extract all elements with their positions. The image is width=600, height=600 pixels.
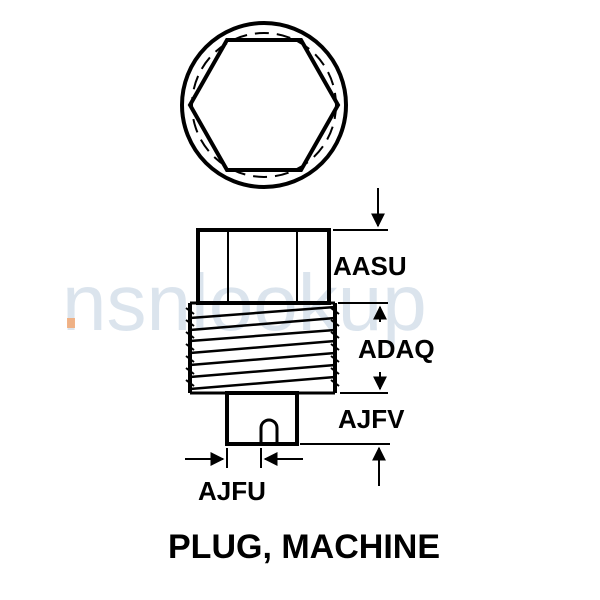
- side-view: [185, 228, 340, 446]
- drawing-title: PLUG, MACHINE: [168, 528, 440, 566]
- dimension-ajfu: [185, 448, 303, 468]
- dimension-label-adaq: ADAQ: [358, 334, 435, 364]
- watermark-dot: [67, 318, 75, 328]
- top-view-outer-circle: [180, 21, 348, 189]
- dimension-label-ajfv: AJFV: [338, 404, 405, 434]
- dimension-ajfv: [300, 443, 390, 486]
- dimension-adaq: [338, 302, 388, 394]
- top-view-inner-dashed-circle: [191, 32, 337, 178]
- hex-socket: [187, 38, 341, 172]
- top-view: [180, 21, 348, 189]
- dimension-label-ajfu: AJFU: [198, 476, 266, 506]
- dimension-aasu: [333, 188, 388, 231]
- pilot-slot: [259, 418, 279, 444]
- dimension-label-aasu: AASU: [333, 251, 407, 281]
